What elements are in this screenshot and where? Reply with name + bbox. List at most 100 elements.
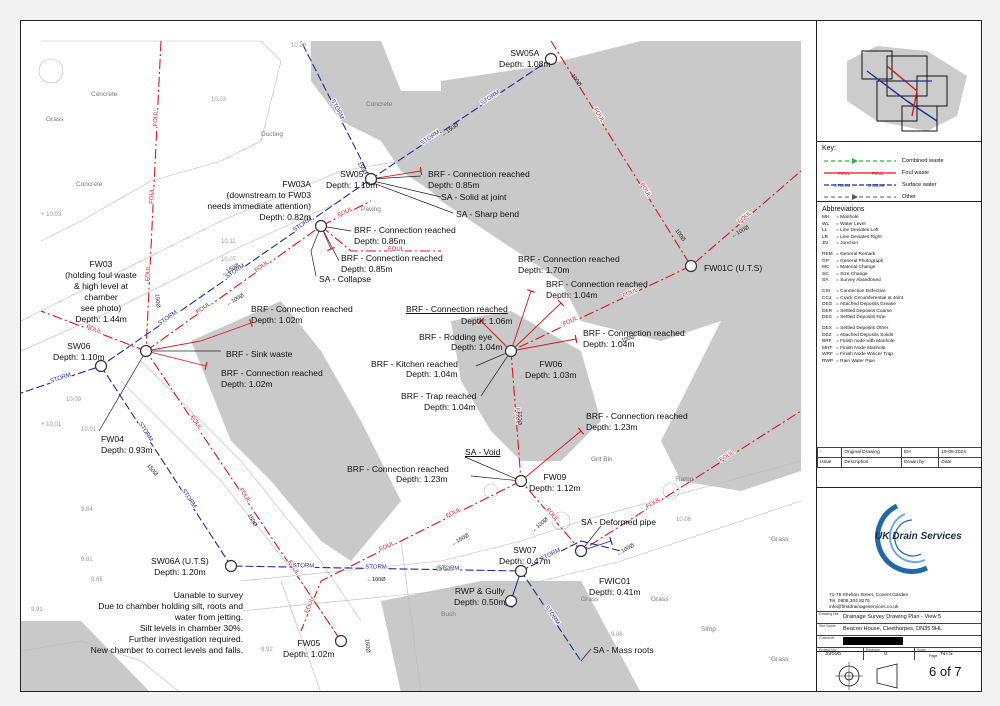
spot-level: 9.86 [611,632,623,638]
surface-label: Grass [436,566,454,573]
building-upper [311,41,801,341]
note-brf-rodding-depth: Depth: 1.04m [451,342,503,352]
page-caption: Page [929,654,938,658]
foul-pipe-tag: FOUL [145,265,152,282]
surface-label: Grass [46,116,64,123]
foul-pipe-tag: FOUL [189,415,203,432]
abbreviation-item: MC= Material Change [822,265,876,271]
leader-sa-mass-roots [580,648,592,662]
note-sa-deformed: SA - Deformed pipe [581,517,656,527]
foul-pipe-tag: FOUL [153,110,160,127]
stub-fw06-top2-end [557,299,565,307]
leader-sa-solid [372,180,442,198]
storm-pipe-tag: STORM [293,563,315,569]
rev-h-date: Date [938,457,981,468]
note-brf-rodding: BRF - Rodding eye [419,332,493,342]
stub-fwic01-end [609,537,613,545]
project-number: 39595 [825,651,842,657]
storm-main-north [21,58,552,394]
surface-label: Concrete [91,91,118,98]
legend-swatch-combined [824,158,896,164]
rev-issue: - [816,447,843,458]
spot-level: 9.65 [91,577,103,583]
storm-pipe-tag: STORM [365,564,387,570]
stub-fw06-right [510,338,577,352]
dia-fw03-150: 150Ø [153,294,160,309]
surface-label: Grass [771,656,789,663]
customer-redacted [843,637,903,645]
legend-swatch-other [824,194,896,200]
drawing-title: Drainage Survey Drawing Plan - View 5 [843,614,942,620]
manhole-sw05a [544,52,558,66]
note-brf-sink: BRF - Sink waste [226,349,293,359]
projection-box: Page 6 of 7 [817,651,981,691]
dia-south-100: ←100Ø [366,577,386,583]
storm-pipe-tag: STORM [438,566,460,572]
manhole-sw06 [94,359,108,373]
foul-branch-fw09 [300,480,522,632]
company-address: 71-75 Shelton Street, Covent Garden Tel.… [829,593,909,610]
spot-level: + 10.01 [41,422,62,428]
note-sa-sharp: SA - Sharp bend [456,209,520,219]
abbreviation-item: SA= Survey Abandoned [822,278,881,284]
logo-mark-icon [875,503,929,574]
surface-label: Grass [771,536,789,543]
revision-row: - Original Drawing EH 19-06-2024 [816,447,981,458]
building-lower-left [21,621,150,691]
manhole-rwp [504,594,518,608]
site-name: Beacon House, Cleethorpes, DN35 9HL [843,626,943,632]
stub-fw03-2 [145,350,207,367]
company-name: UK Drain Services [875,531,962,542]
leader-sa-void [464,456,522,482]
manhole-label-sw06a: SW06A (U.T.S)Depth: 1.20m [151,556,209,577]
stub-fw09-right-end [577,427,585,435]
legend-label-other: Other [902,194,916,200]
abbreviation-item: GP= General Photograph [822,258,884,264]
building-mid [191,301,401,561]
background-linework [21,40,802,691]
spot-level: 9.84 [81,507,93,513]
stub-fw09-right [520,430,582,482]
revision-table: - Original Drawing EH 19-06-2024 Issue D… [816,447,981,468]
note-brf-fw09-left: BRF - Connection reached [347,464,449,474]
key-plan-graphic [847,46,967,132]
abbreviation-item: BRF= Finish node with Manhole [822,339,895,345]
foul-pipe-tag: FOUL [195,301,212,316]
abbreviation-item: CXI= Connection Defective [822,288,886,294]
surface-label: Concrete [366,101,393,108]
foul-pipe-tag: FOUL [445,507,463,520]
dia-fw05-150: 150Ø [363,639,370,654]
foul-branch-fw03a [320,225,441,252]
legend-title: Key: [822,145,837,152]
manhole-sw05 [364,172,378,186]
dia-fwic01-100: ←100Ø [616,542,636,557]
rev-drawn-by: EH [901,447,940,458]
foul-pipe-tag: FOUL [237,487,251,504]
leader-fw09-brf [470,475,522,482]
legend-label-storm: Surface water [902,182,937,188]
spot-level: 10.09 [66,397,82,403]
abbreviation-item: JN= Junction [822,241,859,247]
manhole-fw09 [514,474,528,488]
storm-pipe-tag: STORM [180,488,197,509]
abbreviation-item: MHF= Finish Node Manhole [822,345,886,351]
abbreviation-item: DER= Settled Deposits Coarse [822,308,892,314]
foul-pipe-tag: FOUL [645,496,662,510]
